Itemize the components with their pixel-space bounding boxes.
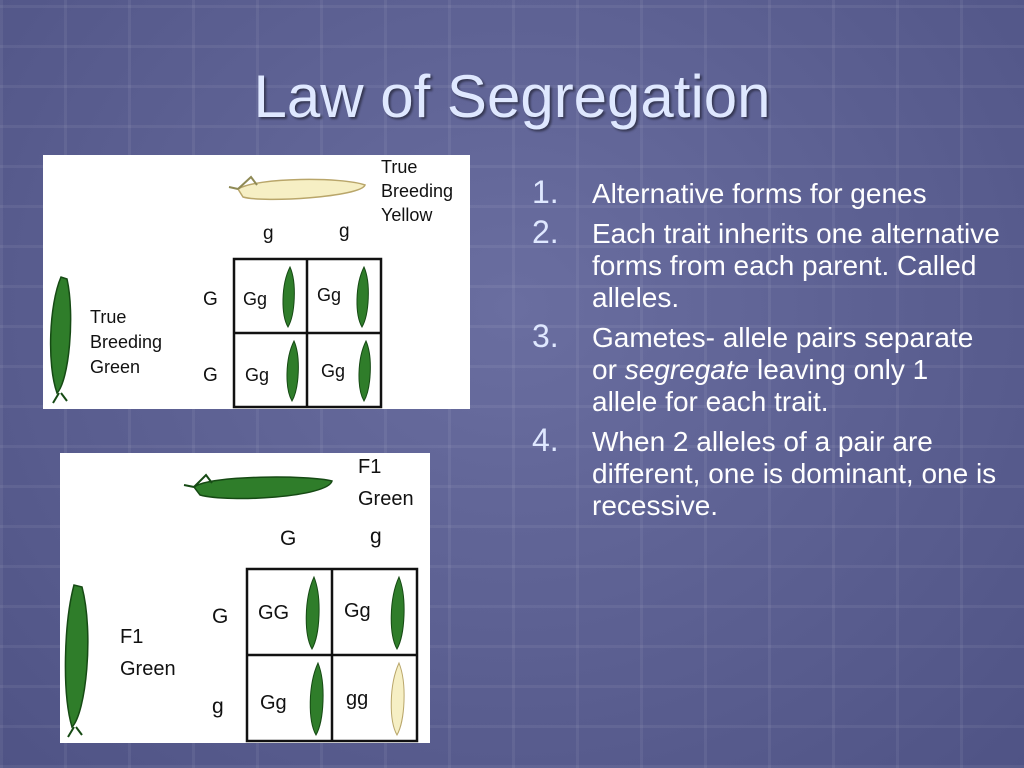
cell-3: Gg — [245, 365, 269, 385]
punnett-grid — [245, 567, 419, 743]
list-number: 1. — [532, 174, 559, 210]
cell-3: Gg — [260, 692, 287, 714]
side-parent-line-2: Breeding — [90, 332, 162, 352]
cell-2: Gg — [317, 285, 341, 305]
col-allele-1: g — [263, 223, 274, 244]
list-text: Each trait inherits one alternative form… — [592, 218, 1000, 313]
list-number: 4. — [532, 422, 559, 458]
col-allele-2: g — [339, 221, 350, 242]
list-item: 1. Alternative forms for genes — [530, 174, 1000, 210]
punnett-grid — [232, 257, 383, 409]
law-points-list: 1. Alternative forms for genes 2. Each t… — [530, 174, 1000, 530]
row-allele-2: G — [203, 365, 218, 386]
green-pod-icon — [183, 473, 333, 500]
side-parent-line-2: Green — [120, 658, 176, 680]
row-allele-1: G — [203, 289, 218, 310]
list-number: 3. — [532, 318, 559, 354]
top-parent-line-3: Yellow — [381, 205, 433, 225]
list-text-post: leaving only 1 allele for each trait. — [592, 354, 929, 417]
list-number: 2. — [532, 214, 559, 250]
list-item: 4. When 2 alleles of a pair are differen… — [530, 422, 1000, 522]
green-pod-icon — [282, 265, 371, 402]
green-pod-icon — [305, 575, 405, 737]
top-parent-line-1: True — [381, 157, 417, 177]
green-pod-icon — [49, 276, 72, 404]
list-text-emphasis: segregate — [624, 354, 750, 385]
cell-4: gg — [346, 688, 368, 710]
slide-title: Law of Segregation — [253, 63, 771, 130]
top-parent-line-2: Breeding — [381, 181, 453, 201]
list-item: 3. Gametes- allele pairs separate or seg… — [530, 318, 1000, 418]
row-allele-2: g — [212, 695, 224, 718]
list-text: Alternative forms for genes — [592, 178, 927, 209]
list-text-pre: Gametes- allele pairs separate or — [592, 322, 974, 385]
list-text: When 2 alleles of a pair are different, … — [592, 426, 997, 521]
punnett-figure-parental: True Breeding Yellow g g True Breeding G… — [43, 155, 470, 409]
punnett-figure-f1: F1 Green G g F1 Green G g GG Gg Gg gg — [60, 453, 430, 743]
side-parent-line-1: F1 — [120, 626, 143, 648]
top-parent-line-2: Green — [358, 488, 414, 510]
cell-4: Gg — [321, 361, 345, 381]
row-allele-1: G — [212, 605, 228, 628]
col-allele-1: G — [280, 527, 296, 550]
cell-1: Gg — [243, 289, 267, 309]
side-parent-line-1: True — [90, 307, 126, 327]
cell-1: GG — [258, 602, 289, 624]
list-item: 2. Each trait inherits one alternative f… — [530, 214, 1000, 314]
top-parent-line-1: F1 — [358, 456, 381, 478]
cell-2: Gg — [344, 600, 371, 622]
yellow-pod-icon — [390, 661, 405, 737]
yellow-pod-icon — [228, 175, 366, 201]
col-allele-2: g — [370, 525, 382, 548]
green-pod-icon — [64, 584, 89, 738]
side-parent-line-3: Green — [90, 357, 140, 377]
